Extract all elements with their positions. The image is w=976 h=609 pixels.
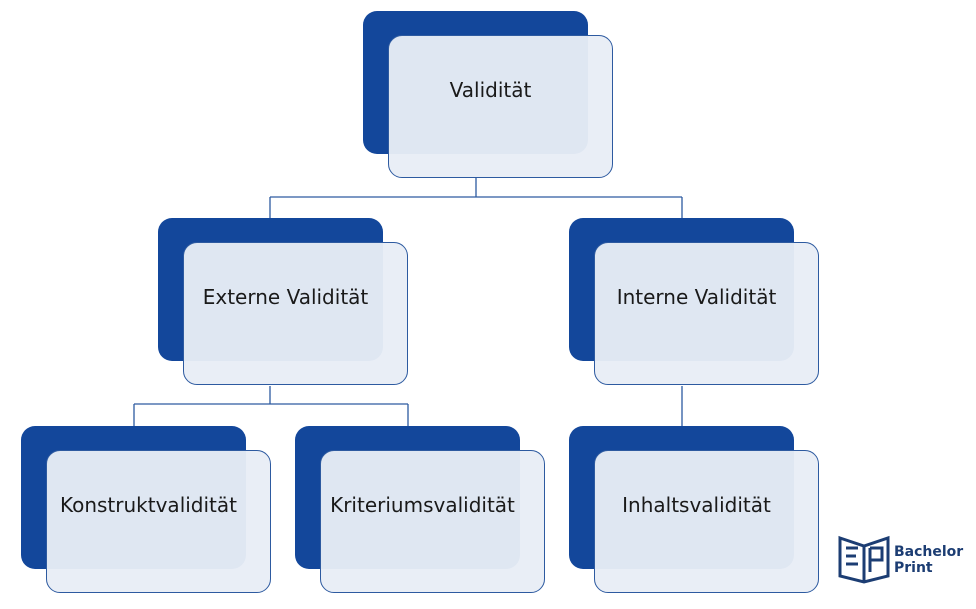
node-label: Interne Validität (616, 284, 777, 309)
node-inhaltsvaliditaet: Inhaltsvalidität (569, 426, 819, 593)
node-label: Inhaltsvalidität (622, 492, 771, 517)
logo-line1: Bachelor (894, 544, 964, 560)
book-logo-icon (838, 535, 890, 584)
node-label: Externe Validität (202, 284, 369, 309)
node-interne-validitaet: Interne Validität (569, 218, 819, 385)
node-front-shape (388, 35, 613, 178)
node-front-shape (320, 450, 545, 593)
node-label: Kriteriumsvalidität (330, 492, 515, 517)
node-kriteriumsvaliditaet: Kriteriumsvalidität (295, 426, 545, 593)
node-externe-validitaet: Externe Validität (158, 218, 408, 385)
node-front-shape (183, 242, 408, 385)
edge-root-level1 (269, 178, 683, 218)
node-validitaet: Validität (363, 11, 613, 178)
node-front-shape (594, 242, 819, 385)
node-front-shape (46, 450, 271, 593)
logo-line2: Print (894, 560, 933, 576)
node-label: Konstruktvalidität (59, 492, 237, 517)
edge-externe-level2 (133, 386, 409, 426)
node-konstruktvaliditaet: Konstruktvalidität (21, 426, 271, 593)
node-label: Validität (449, 77, 532, 102)
bachelorprint-logo: Bachelor Print (838, 532, 970, 584)
logo-wordmark: Bachelor Print (894, 544, 963, 576)
node-front-shape (594, 450, 819, 593)
